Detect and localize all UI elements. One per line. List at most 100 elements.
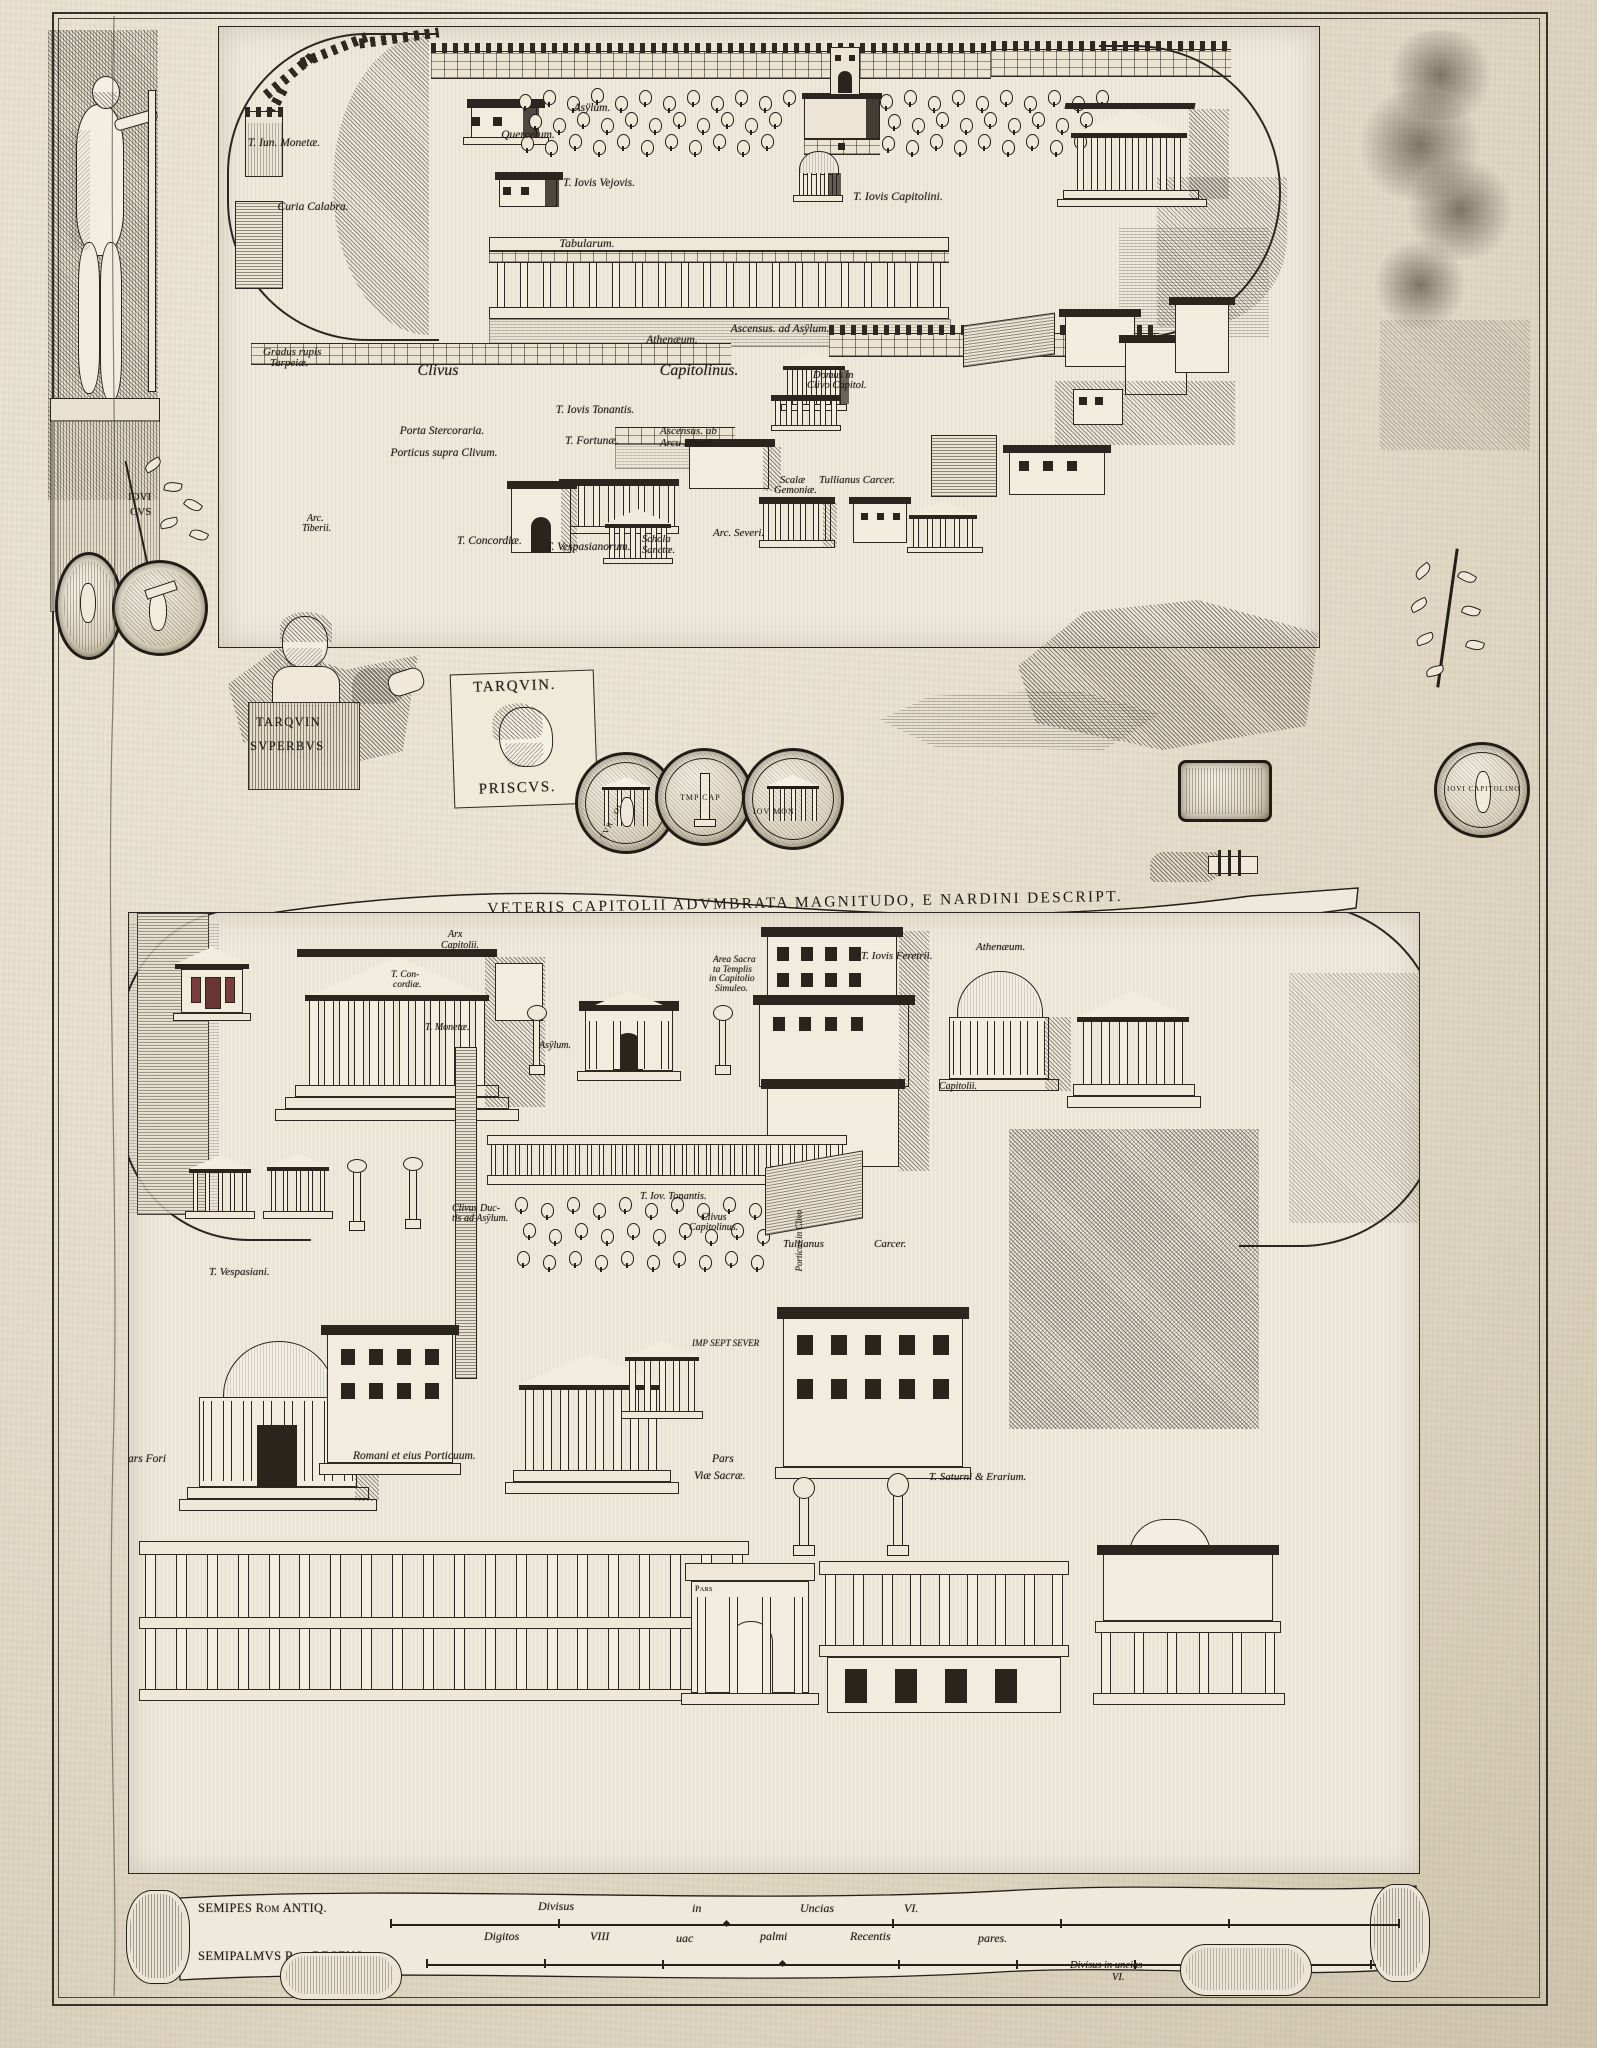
coin-legend: IOV MON <box>753 807 795 816</box>
map-label: T. Iovis Vejovis. <box>563 177 635 189</box>
crenellation <box>245 107 283 117</box>
statue-column <box>791 1473 817 1557</box>
map-label: Capitolii. <box>441 940 480 951</box>
lower-view-panel: Pars <box>128 912 1420 1874</box>
scale-tick <box>1134 1960 1136 1969</box>
map-label: Tiberii. <box>302 523 332 534</box>
crenellation <box>431 43 991 53</box>
temple-fortunae <box>685 439 781 495</box>
temple-saturni-aerarium <box>819 1561 1069 1731</box>
candelabrum <box>527 1005 547 1075</box>
temple-iovis-capitolini <box>1049 103 1229 215</box>
map-label: in Capitolio <box>709 974 755 984</box>
paper-scroll-bottom-left <box>280 1952 402 2000</box>
scale-top-word-1: Divisus <box>538 1899 574 1913</box>
map-label: T. Iov. Tonantis. <box>640 1191 707 1202</box>
map-label: Viæ Sacræ. <box>694 1470 746 1482</box>
map-label: Carcer. <box>874 1238 907 1250</box>
scroll-end-right <box>1370 1884 1430 1982</box>
map-label: Capitolinus. <box>689 1222 739 1233</box>
map-label: Capitolii. <box>939 1081 978 1092</box>
map-label: T. Vespasianorum. <box>546 541 631 553</box>
statue-column <box>885 1469 911 1557</box>
lower-carcer-block <box>769 1293 999 1513</box>
map-label: Ascensus. ad Asÿlum. <box>730 323 830 335</box>
schola-sanctae <box>849 495 911 549</box>
upper-panel-labels: T. Iun. Monetæ.Curia Calabra.Quercetum.A… <box>219 27 1319 647</box>
arch-of-severus: Pars <box>681 1563 819 1723</box>
lower-temple-concordiae <box>185 1155 255 1225</box>
pedestal-inscription-line2: CVS <box>130 506 152 518</box>
scale-tick <box>1370 1960 1372 1969</box>
coin-right-capitolinus: IOVI CAPITOLINO <box>1434 742 1530 838</box>
lower-small-temple <box>619 1341 705 1431</box>
temple-iovis-veiovis <box>787 151 849 207</box>
scale-tick <box>1398 1919 1400 1928</box>
map-label: Curia Calabra. <box>277 201 349 213</box>
asylum-grove-lower <box>509 1193 809 1283</box>
map-label: Simuleo. <box>715 984 748 994</box>
candelabrum <box>713 1005 733 1075</box>
coin-column: TMP CAP <box>655 748 753 846</box>
portrait-tablet-tarquin-priscus: TARQVIN. PRISCVS. <box>449 669 599 809</box>
map-label: Gradus rupis <box>263 346 322 358</box>
map-label: Sanctæ. <box>642 545 675 556</box>
scale-tick <box>892 1919 894 1928</box>
scroll-end-left <box>126 1890 190 1984</box>
coin-legend: TMP CAP <box>680 793 721 802</box>
temple-vespasianorum <box>759 497 837 557</box>
upper-boundary-wall <box>431 51 991 79</box>
forum-portico <box>139 1541 749 1711</box>
map-label: Clivus Duc- <box>452 1203 501 1214</box>
plinth-line-2: SVPERBVS <box>250 739 325 753</box>
temple-concordiae <box>601 509 675 565</box>
map-label: Arx <box>448 929 463 940</box>
map-label: Gemoniæ. <box>774 485 817 496</box>
plate-border-outer <box>52 12 1548 2006</box>
coin-temple-facade: IOV MON <box>742 748 844 850</box>
map-label: Porticus in Clivo <box>794 1209 805 1272</box>
wall-tower <box>245 111 283 177</box>
tablet-caption-bottom: PRISCVS. <box>478 778 557 798</box>
laurel-leaf <box>163 480 183 494</box>
lower-center-block <box>317 1313 467 1503</box>
paper-scroll-bottom-right <box>1180 1944 1312 1996</box>
arcus-tiberii <box>507 479 577 559</box>
jupiter-statue-figure: IOVI CVS <box>40 30 225 630</box>
pedimented-temple-right <box>1067 991 1201 1131</box>
map-label: Tabularum. <box>559 236 615 250</box>
scale-tick <box>898 1960 900 1969</box>
scale-tick <box>1060 1919 1062 1928</box>
map-label: IMP SEPT SEVER <box>692 1338 760 1348</box>
domed-temple-right <box>919 971 1079 1131</box>
coin-legend: IOVI CAPITOLINO <box>1447 785 1521 793</box>
scale-tick <box>390 1919 392 1928</box>
scale-top-label: SEMIPES Rom ANTIQ. <box>198 1901 328 1915</box>
map-label: tis ad Asÿlum. <box>452 1213 509 1224</box>
laurel-leaf <box>159 516 179 530</box>
lower-temple-iov-custod <box>169 947 255 1025</box>
map-label: Porta Stercoraria. <box>399 425 485 437</box>
map-label: Tullianus Carcer. <box>819 474 895 486</box>
paper-fold-line <box>104 15 124 1997</box>
lower-right-massive-wall <box>1009 1129 1259 1429</box>
map-label: Asÿlum. <box>573 102 611 114</box>
map-label: cordiæ. <box>393 980 422 990</box>
lower-far-right-block <box>1089 1519 1289 1719</box>
scale-bar-bottom-line <box>426 1964 1376 1966</box>
medallion-left-round <box>112 560 208 656</box>
scale-bar-top-line <box>390 1924 1400 1926</box>
map-label: Porticus supra Clivum. <box>390 447 498 459</box>
lower-temple-monetae <box>263 1153 333 1225</box>
arcus-severi <box>907 501 983 555</box>
map-label: Tarpeiæ. <box>270 357 309 369</box>
scale-right-note-2: VI. <box>1112 1972 1125 1983</box>
map-label: T. Saturni & Erarium. <box>929 1471 1027 1483</box>
scale-bottom-word-2: VIII <box>590 1929 610 1943</box>
map-label: Tullianus <box>783 1238 824 1250</box>
map-label: Athenæum. <box>976 941 1026 953</box>
laurel-leaf <box>182 495 204 515</box>
map-label: T. Iovis Capitolini. <box>853 189 943 203</box>
map-label: Pars Fori <box>128 1453 167 1465</box>
plinth-line-1: TARQVIN <box>256 715 322 729</box>
